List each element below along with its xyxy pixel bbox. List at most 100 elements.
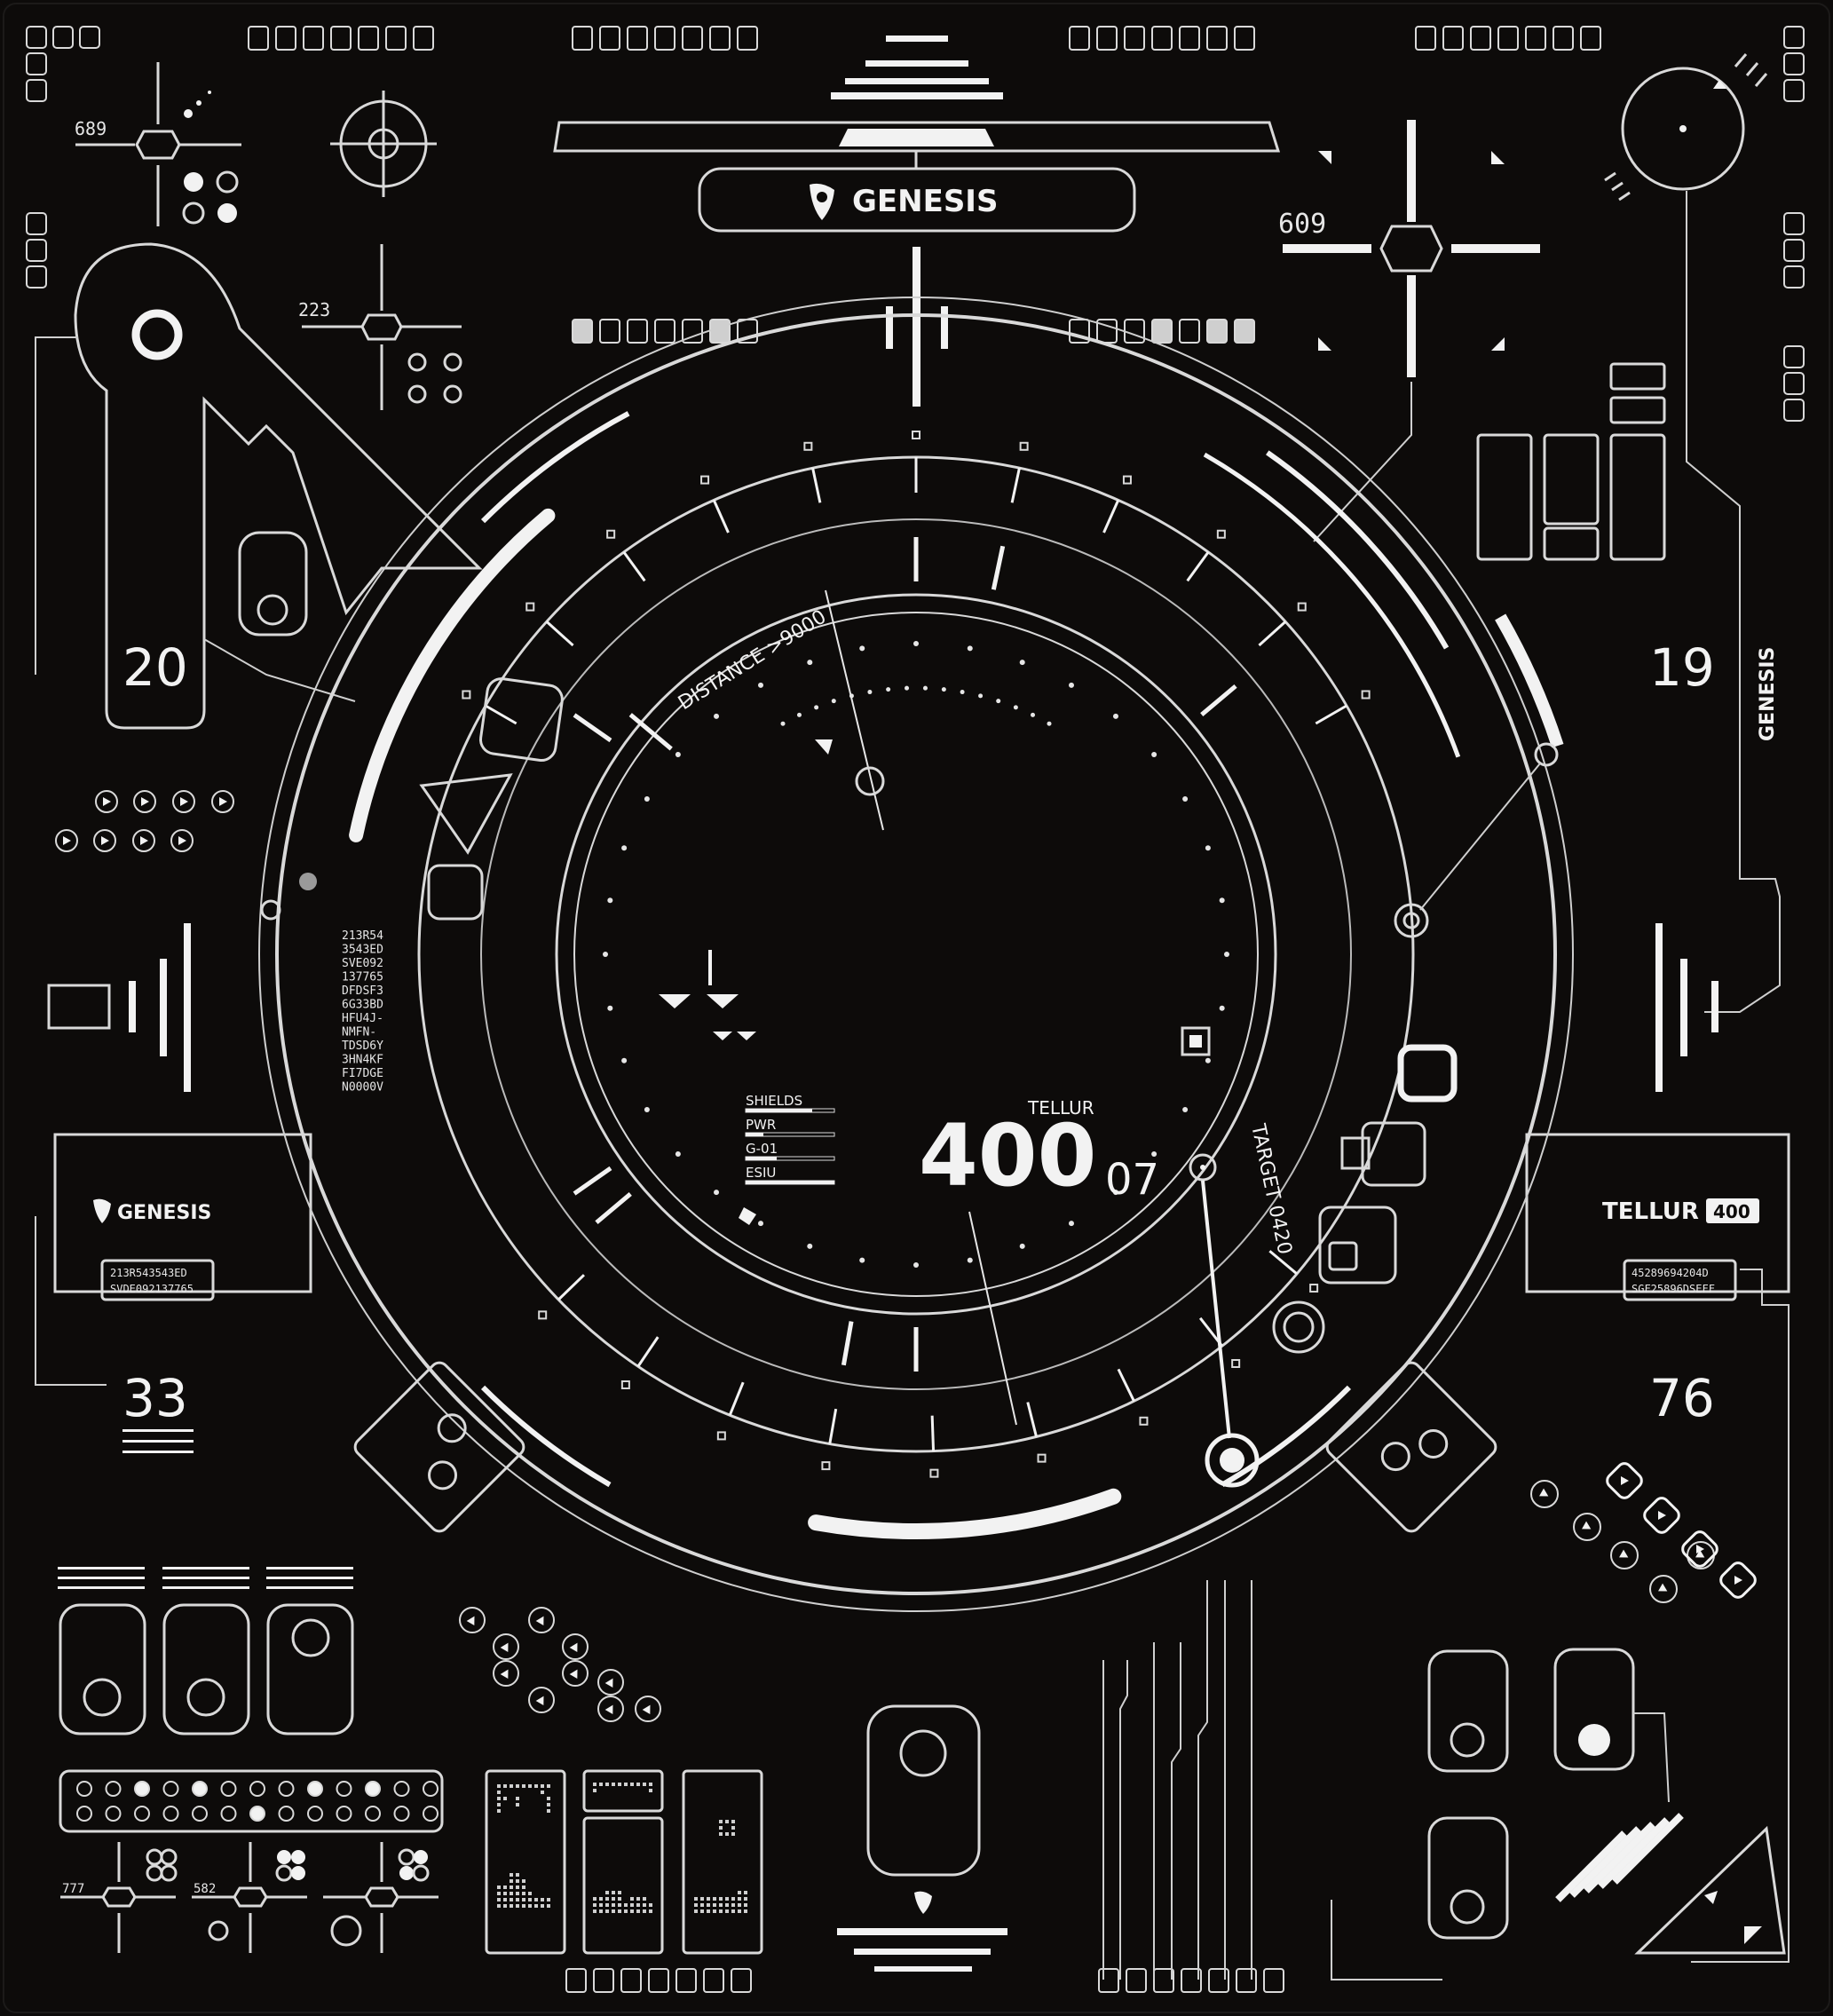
edge-segment [26, 52, 47, 75]
grid-dot [220, 1806, 237, 1822]
radar-dot [960, 690, 965, 695]
pixel [731, 1820, 735, 1823]
pixel [700, 1897, 704, 1901]
triangle-glyph [1621, 1476, 1629, 1485]
radar-tick [1102, 499, 1120, 534]
segment [248, 26, 269, 51]
pixel [497, 1803, 501, 1806]
radar-title: TELLUR [1027, 1097, 1094, 1119]
pixel [731, 1832, 735, 1836]
triangle-glyph [569, 1642, 578, 1652]
pixel [516, 1784, 519, 1788]
pixel [497, 1784, 501, 1788]
right-product-text: TELLUR [1602, 1198, 1699, 1225]
pixel [700, 1903, 704, 1907]
triangle-button [55, 829, 78, 852]
triangle-glyph [140, 836, 148, 845]
segment [599, 319, 620, 344]
radar-tick-marker [1216, 529, 1226, 539]
bottom-segment-bar [565, 1968, 1284, 1993]
pixel [713, 1897, 716, 1901]
radar-dot [941, 687, 946, 692]
crosshair-top-left-small: 223 [298, 244, 462, 410]
radar-spoke [991, 545, 1006, 590]
pixel [541, 1791, 544, 1794]
pixel [719, 1909, 723, 1913]
grid-dot [162, 1781, 179, 1797]
pixel [707, 1903, 710, 1907]
segment [1234, 319, 1255, 344]
radar-arc-bottom-right [1221, 1385, 1352, 1488]
segment [1497, 26, 1519, 51]
pixel [547, 1898, 550, 1901]
pixel [636, 1897, 640, 1901]
segment [737, 26, 758, 51]
segment [593, 1968, 614, 1993]
pixel [516, 1797, 519, 1800]
segment [648, 1968, 669, 1993]
triangle-button [459, 1607, 486, 1633]
segment [1234, 26, 1255, 51]
radar-tick-marker [929, 1468, 939, 1478]
segment [1151, 26, 1173, 51]
radar-dot [859, 645, 865, 652]
top-brand-text: GENESIS [852, 184, 998, 219]
pixel [725, 1909, 729, 1913]
pixel [593, 1897, 597, 1901]
pixel [725, 1903, 729, 1907]
radar-dot [621, 1057, 628, 1063]
triangle-button [133, 790, 156, 813]
pixel [605, 1891, 609, 1894]
radar-dot [796, 712, 802, 717]
radar-tick-marker [606, 529, 616, 539]
segment [303, 26, 324, 51]
segment [620, 1968, 642, 1993]
pixel [547, 1797, 550, 1800]
pixel [534, 1904, 538, 1908]
pixel [731, 1897, 735, 1901]
pixel [510, 1892, 513, 1895]
code-line: NMFN- [342, 1026, 376, 1040]
triangle-button [211, 790, 234, 813]
pixel [744, 1909, 747, 1913]
radar-dot [607, 897, 613, 904]
pixel [618, 1909, 621, 1913]
segment [627, 319, 648, 344]
pixel [707, 1909, 710, 1913]
triangle-glyph [604, 1704, 613, 1714]
radar-tick-marker [1297, 602, 1307, 612]
pixel [510, 1886, 513, 1889]
segment [1208, 1968, 1229, 1993]
segment [1151, 319, 1173, 344]
grid-dot [365, 1781, 381, 1797]
gauge-label: SHIELDS [746, 1093, 802, 1109]
radar-dot [1182, 796, 1189, 802]
pixel [744, 1903, 747, 1907]
radar-dot [1112, 1190, 1118, 1196]
pixel [510, 1879, 513, 1883]
radar-tick-marker [462, 690, 471, 700]
pixel [643, 1909, 646, 1913]
pixel [713, 1903, 716, 1907]
pixel [725, 1820, 729, 1823]
pixel [612, 1897, 615, 1901]
code-line: 213R54 [342, 929, 383, 943]
segment [1236, 1968, 1257, 1993]
right-code-2: SGF25896DSEFF [1632, 1283, 1715, 1295]
pixel [630, 1903, 634, 1907]
edge-segment [1783, 79, 1805, 102]
radar-value-sub: 07 [1105, 1155, 1159, 1205]
pixel [497, 1791, 501, 1794]
pixel [541, 1784, 544, 1788]
radar-dot [1112, 713, 1118, 719]
pixel [599, 1903, 603, 1907]
pixel [612, 1903, 615, 1907]
pixel [599, 1783, 603, 1786]
code-line: HFU4J- [342, 1012, 383, 1025]
triangle-glyph [569, 1669, 578, 1679]
edge-segment [1783, 26, 1805, 49]
radar-tick [1258, 621, 1287, 647]
grid-dot [220, 1781, 237, 1797]
corner-number-top-right: 19 [1649, 637, 1715, 698]
